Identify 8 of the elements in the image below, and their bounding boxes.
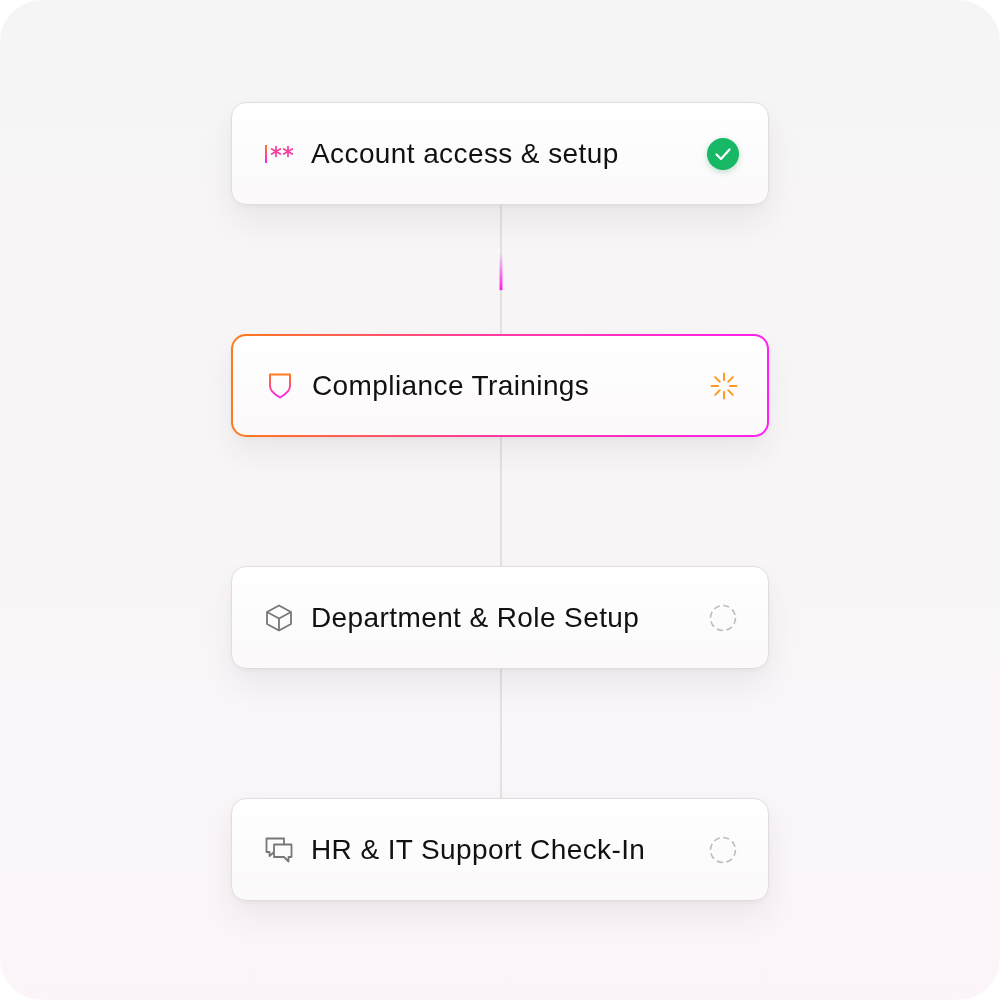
step-card [231,334,769,437]
step-title: Department & Role Setup [311,600,640,635]
step-title: Account access & setup [311,136,619,171]
step-title: Compliance Trainings [312,368,590,403]
step-card [231,566,769,669]
step-card [231,102,769,205]
step-title: HR & IT Support Check-In [311,832,646,867]
step-card [231,798,769,901]
